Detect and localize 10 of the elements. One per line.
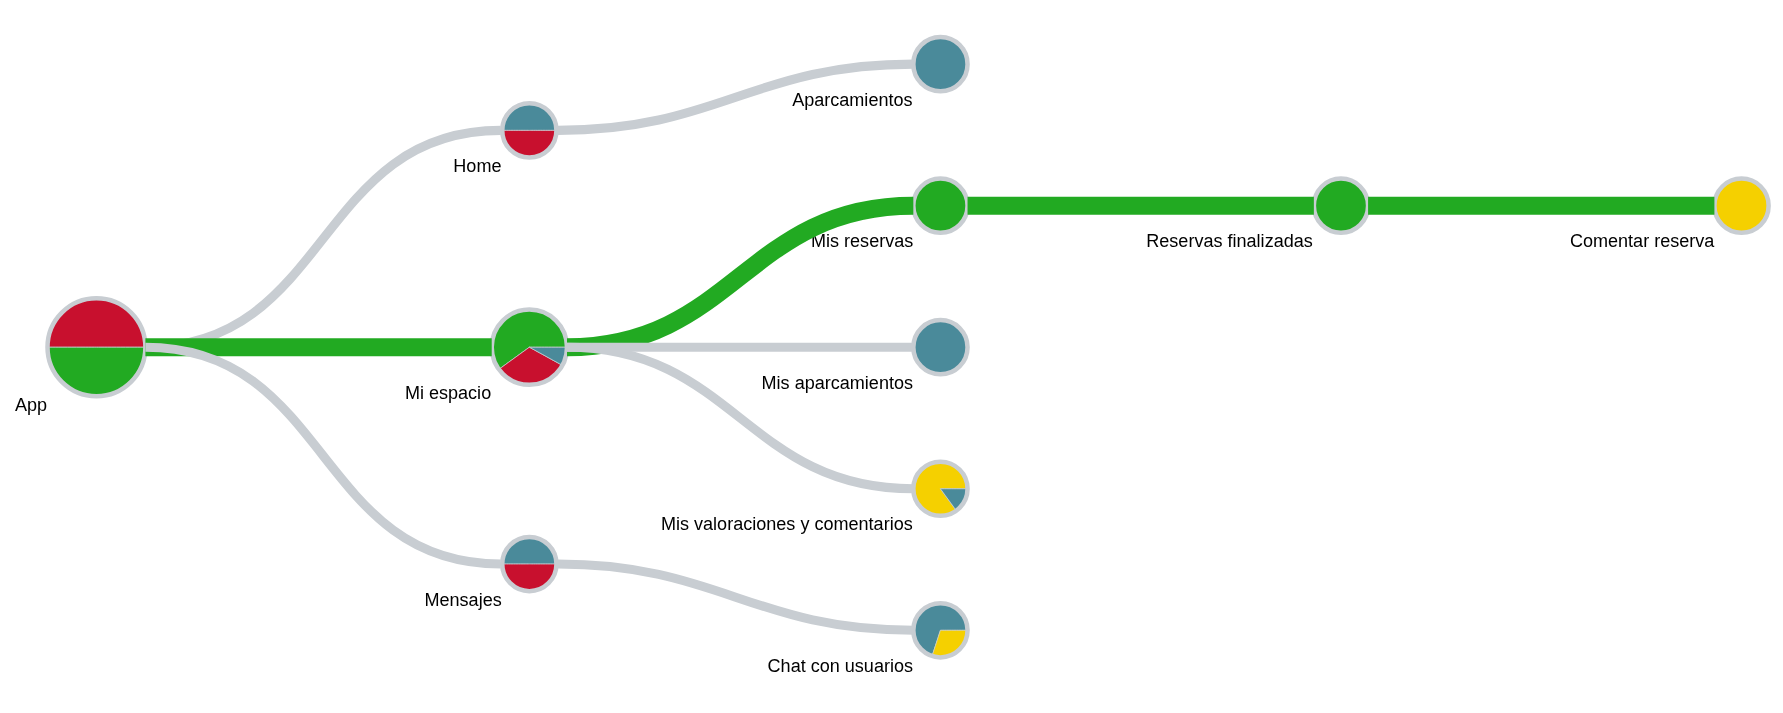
node-label: Mis valoraciones y comentarios	[660, 513, 913, 534]
node-label: Reservas finalizadas	[1146, 230, 1313, 251]
node-label: App	[14, 394, 48, 415]
node-label: Mis aparcamientos	[761, 372, 914, 393]
node-label: Mi espacio	[404, 382, 492, 403]
node-label: Home	[453, 155, 502, 176]
node-label: Chat con usuarios	[767, 655, 914, 676]
node-label: Mensajes	[424, 589, 502, 610]
node-label: Aparcamientos	[792, 89, 913, 110]
node-label: Comentar reserva	[1569, 230, 1715, 251]
